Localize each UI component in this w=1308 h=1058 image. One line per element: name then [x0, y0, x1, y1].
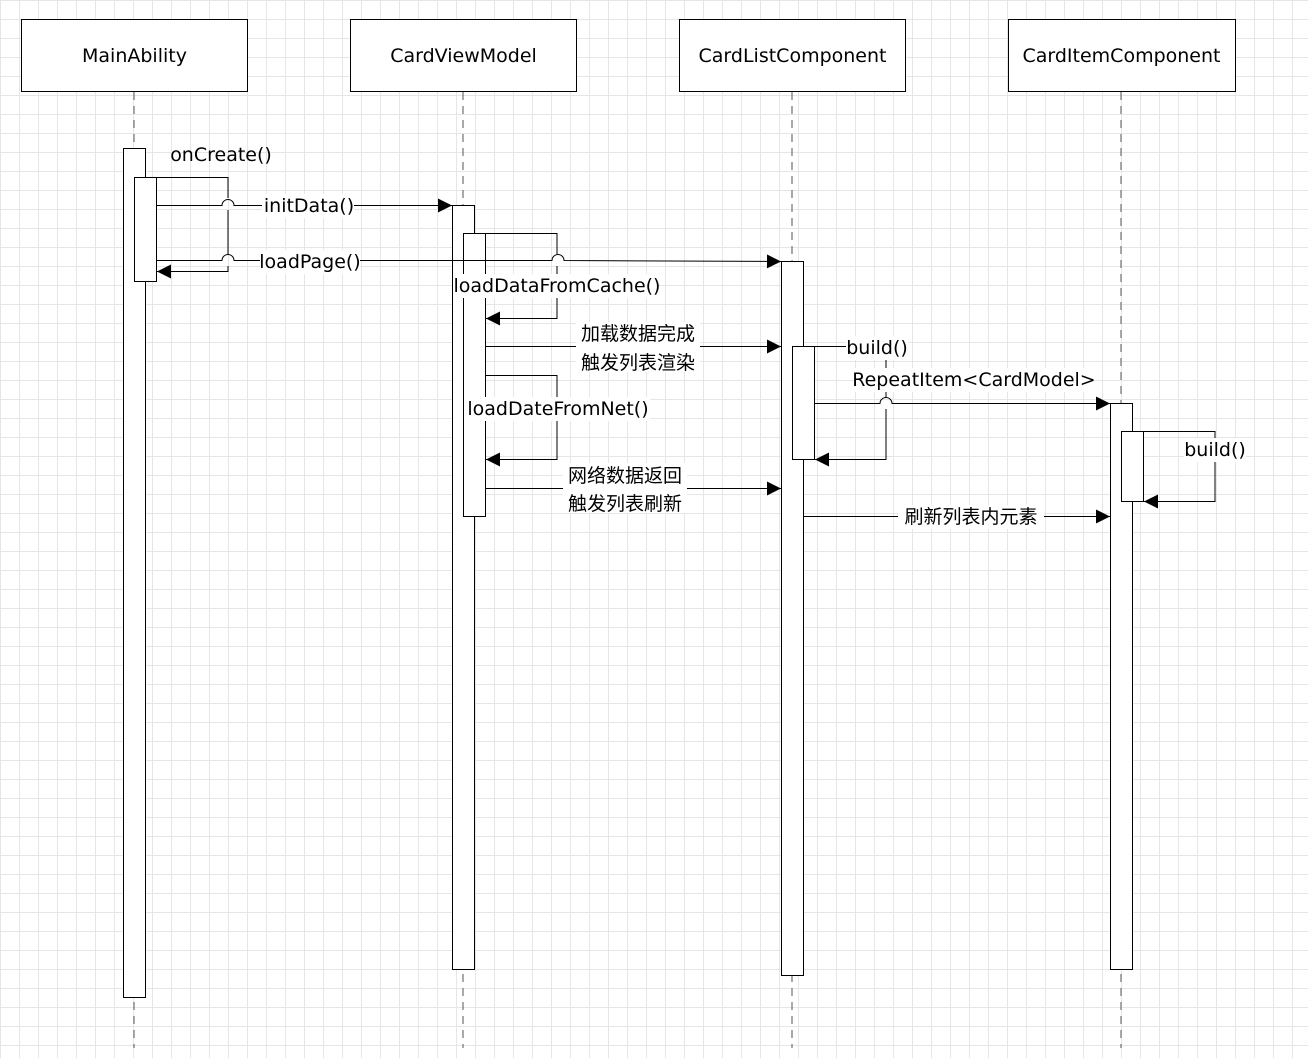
participant-card-list-component-label: CardListComponent: [699, 45, 887, 67]
message-load-date-from-net-label: loadDateFromNet(): [467, 398, 648, 420]
activation-card-view-model-load: [463, 233, 486, 517]
activation-card-item-component-build: [1121, 431, 1144, 502]
message-net-return-line1: 网络数据返回: [568, 465, 682, 487]
message-load-page-label: loadPage(): [259, 251, 360, 273]
message-build-list-label: build(): [846, 337, 908, 359]
message-load-data-from-cache-label: loadDataFromCache(): [454, 275, 661, 297]
message-init-data: initData(): [157, 194, 452, 218]
participant-card-item-component-label: CardItemComponent: [1022, 45, 1220, 67]
message-build-item-label: build(): [1184, 439, 1246, 461]
message-load-data-from-cache: loadDataFromCache(): [454, 233, 661, 326]
message-build-item: build(): [1144, 431, 1246, 509]
participant-main-ability: MainAbility: [21, 19, 248, 92]
activation-main-ability: [123, 148, 146, 998]
activation-card-list-component-build: [792, 346, 815, 460]
message-cache-done-line1: 加载数据完成: [581, 323, 695, 345]
message-init-data-label: initData(): [264, 195, 354, 217]
activation-card-item-component: [1110, 403, 1133, 970]
message-load-date-from-net: loadDateFromNet(): [466, 375, 650, 467]
participant-card-list-component: CardListComponent: [679, 19, 906, 92]
message-on-create: onCreate(): [146, 144, 272, 279]
message-net-return-line2: 触发列表刷新: [568, 493, 682, 515]
activation-main-ability-oncreate: [134, 177, 157, 282]
participant-main-ability-label: MainAbility: [82, 45, 187, 67]
message-net-return: 网络数据返回 触发列表刷新: [486, 463, 781, 515]
message-cache-done: 加载数据完成 触发列表渲染: [486, 322, 781, 374]
participant-card-view-model: CardViewModel: [350, 19, 577, 92]
participant-card-view-model-label: CardViewModel: [390, 45, 537, 67]
message-build-list: build(): [815, 336, 908, 467]
message-refresh-items: 刷新列表内元素: [804, 505, 1110, 529]
participant-card-item-component: CardItemComponent: [1008, 19, 1236, 92]
message-on-create-label: onCreate(): [170, 144, 272, 166]
message-repeat-item-label: RepeatItem<CardModel>: [852, 369, 1095, 391]
message-cache-done-line2: 触发列表渲染: [581, 352, 695, 374]
message-repeat-item: RepeatItem<CardModel>: [815, 368, 1110, 411]
message-load-page: loadPage(): [157, 250, 782, 274]
message-refresh-items-label: 刷新列表内元素: [904, 506, 1037, 528]
